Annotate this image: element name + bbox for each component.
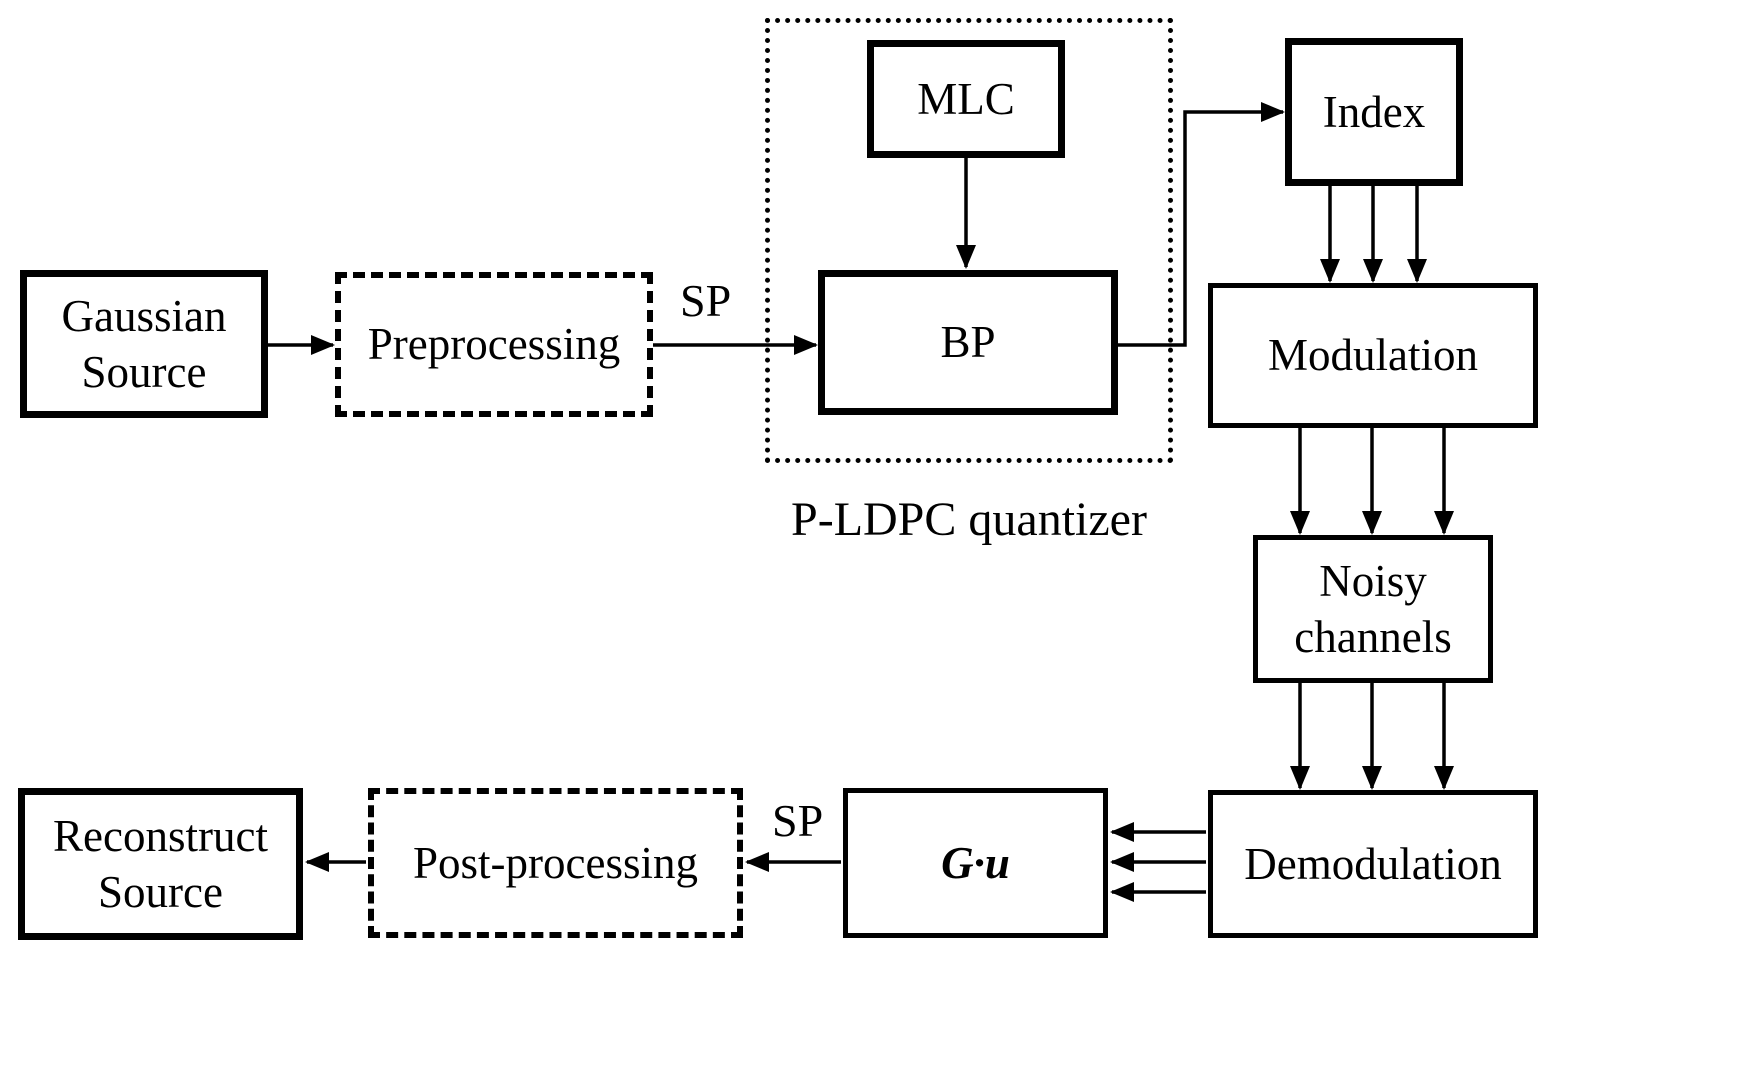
node-mlc-label: MLC <box>917 73 1015 124</box>
node-index-label: Index <box>1322 86 1426 137</box>
node-reconstruct-source-label: Reconstruct Source <box>53 810 268 917</box>
node-gaussian-source: Gaussian Source <box>20 270 268 418</box>
node-reconstruct-source: Reconstruct Source <box>18 788 303 940</box>
node-index: Index <box>1285 38 1463 186</box>
node-modulation: Modulation <box>1208 283 1538 428</box>
caption-p-ldpc-quantizer: P-LDPC quantizer <box>791 493 1147 546</box>
node-mlc: MLC <box>867 40 1065 158</box>
p-ldpc-quantizer-group-frame <box>765 18 1173 463</box>
node-post-processing: Post-processing <box>368 788 743 938</box>
arrow-bp-to-index <box>1118 102 1285 347</box>
node-bp-label: BP <box>940 317 996 368</box>
node-preprocessing-label: Preprocessing <box>367 319 621 370</box>
node-gu: G·u <box>843 788 1108 938</box>
node-noisy-channels: Noisy channels <box>1253 535 1493 683</box>
node-gu-label: G·u <box>941 837 1010 888</box>
node-demodulation-label: Demodulation <box>1244 838 1502 889</box>
node-bp: BP <box>818 270 1118 415</box>
edge-label-sp-encode: SP <box>680 275 732 326</box>
node-preprocessing: Preprocessing <box>335 272 653 417</box>
node-gaussian-source-label: Gaussian Source <box>61 290 227 397</box>
node-demodulation: Demodulation <box>1208 790 1538 938</box>
edge-label-sp-decode: SP <box>772 795 824 846</box>
node-noisy-channels-label: Noisy channels <box>1294 555 1452 662</box>
node-post-processing-label: Post-processing <box>413 837 698 888</box>
node-modulation-label: Modulation <box>1268 330 1478 381</box>
